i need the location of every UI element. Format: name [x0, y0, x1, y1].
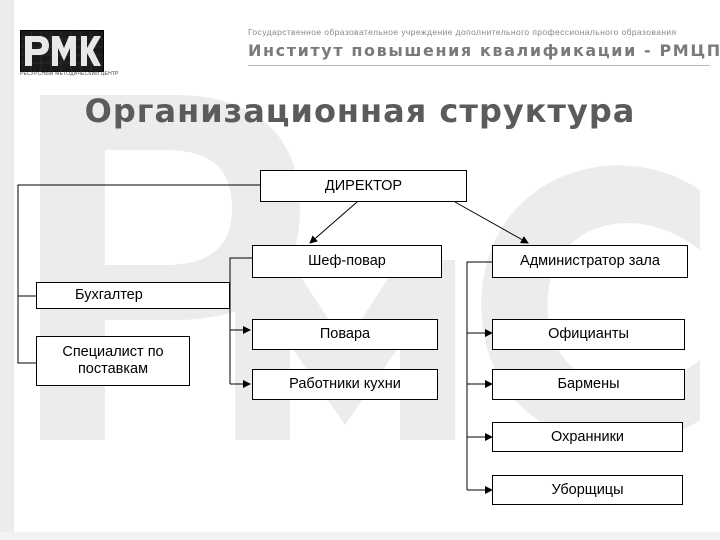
- node-accountant: Бухгалтер: [36, 282, 230, 309]
- node-guards: Охранники: [492, 422, 683, 452]
- logo: [20, 30, 104, 72]
- header-institute: Институт повышения квалификации - РМЦПК: [248, 41, 720, 60]
- connector-director-admin: [454, 201, 529, 244]
- node-cooks: Повара: [252, 319, 438, 350]
- node-hall-admin: Администратор зала: [492, 245, 688, 278]
- node-cleaners: Уборщицы: [492, 475, 683, 505]
- node-supply-specialist: Специалист по поставкам: [36, 336, 190, 386]
- node-director: ДИРЕКТОР: [260, 170, 467, 202]
- bottom-strip: [0, 532, 720, 540]
- node-bartenders: Бармены: [492, 369, 685, 400]
- connector-director-chef: [309, 201, 358, 244]
- page-title: Организационная структура: [84, 92, 636, 130]
- node-chef: Шеф-повар: [252, 245, 442, 278]
- node-kitchen-workers: Работники кухни: [252, 369, 438, 400]
- node-waiters: Официанты: [492, 319, 685, 350]
- logo-caption: РЕСУРСНЫЙ МЕТОДИЧЕСКИЙ ЦЕНТР: [20, 71, 119, 77]
- left-edge-strip: [0, 0, 14, 540]
- header-subtitle: Государственное образовательное учрежден…: [248, 27, 677, 37]
- header-rule: [248, 65, 710, 66]
- connector-director-left: [17, 184, 260, 364]
- connector-admin-branch: [466, 261, 492, 490]
